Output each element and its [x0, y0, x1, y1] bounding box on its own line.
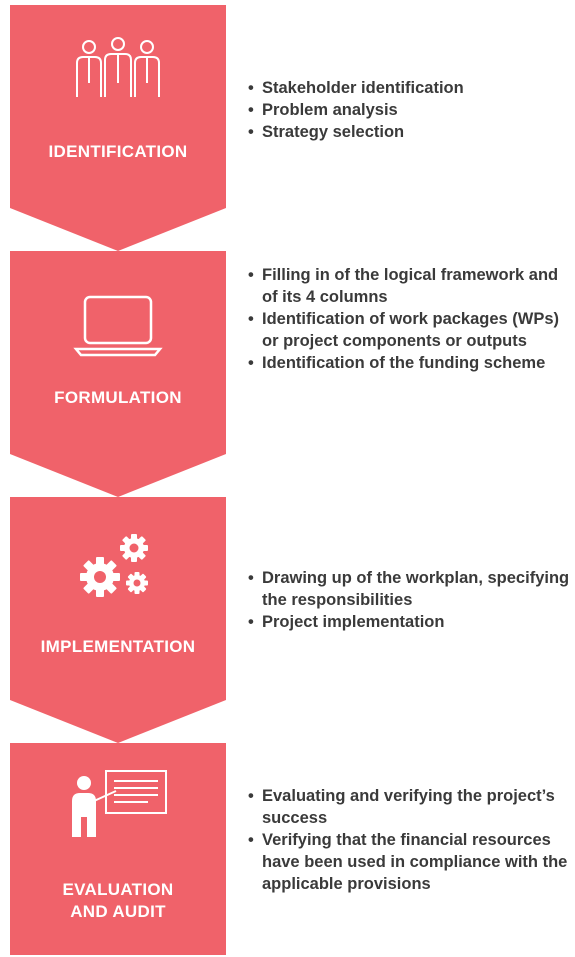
- evaluation-bullets: Evaluating and verifying the project’s s…: [248, 785, 573, 895]
- bullet-item: Evaluating and verifying the project’s s…: [248, 785, 573, 829]
- stage-label: FORMULATION: [54, 388, 182, 407]
- presenter-board-icon: [10, 769, 226, 839]
- bullet-item: Filling in of the logical framework and …: [248, 264, 573, 308]
- identification-bullets: Stakeholder identification Problem analy…: [248, 77, 573, 143]
- bullet-item: Stakeholder identification: [248, 77, 573, 99]
- gears-icon: [10, 533, 226, 601]
- bullet-item: Problem analysis: [248, 99, 573, 121]
- bullet-item: Strategy selection: [248, 121, 573, 143]
- people-group-icon: [10, 37, 226, 99]
- stage-implementation: IMPLEMENTATION: [10, 497, 226, 743]
- stage-arrow-shape: [10, 5, 226, 251]
- laptop-icon: [10, 293, 226, 357]
- stage-box-shape: [10, 743, 226, 955]
- stage-label: EVALUATION AND AUDIT: [62, 880, 174, 921]
- stage-evaluation-audit: EVALUATION AND AUDIT: [10, 743, 226, 955]
- bullet-item: Verifying that the financial resources h…: [248, 829, 573, 895]
- stage-label: IDENTIFICATION: [48, 142, 188, 161]
- stage-arrow-shape: [10, 497, 226, 743]
- formulation-bullets: Filling in of the logical framework and …: [248, 264, 573, 374]
- bullet-item: Drawing up of the workplan, specifying t…: [248, 567, 573, 611]
- stage-formulation: FORMULATION: [10, 251, 226, 497]
- stage-identification: IDENTIFICATION: [10, 5, 226, 251]
- implementation-bullets: Drawing up of the workplan, specifying t…: [248, 567, 573, 633]
- bullet-item: Project implementation: [248, 611, 573, 633]
- bullet-item: Identification of work packages (WPs) or…: [248, 308, 573, 352]
- stage-label: IMPLEMENTATION: [40, 637, 196, 656]
- stage-arrow-shape: [10, 251, 226, 497]
- bullet-item: Identification of the funding scheme: [248, 352, 573, 374]
